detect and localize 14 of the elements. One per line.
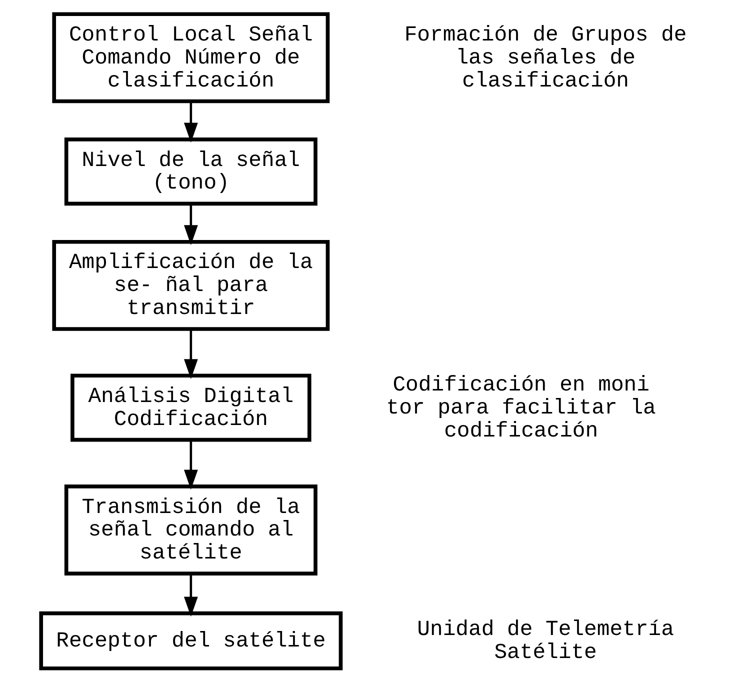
arrow [184, 440, 198, 490]
node-label: Codificación en moni tor para facilitar la codificación [386, 373, 656, 444]
node-box: Receptor del satélite [39, 611, 343, 670]
node-box: Amplificación de la se- ñal para transmitir [52, 240, 330, 331]
arrow [184, 102, 198, 143]
arrow [184, 574, 198, 617]
arrow [184, 204, 198, 246]
node-box: Control Local Señal Comando Número de clasificación [52, 12, 330, 104]
node-label: Formación de Grupos de las señales de clasificación [404, 23, 687, 94]
node-box: Nivel de la señal (tono) [64, 138, 318, 206]
arrow [184, 329, 198, 380]
node-box: Transmisión de la señal comando al satélite [64, 484, 318, 576]
node-box: Análisis Digital Codificación [70, 374, 312, 442]
node-label: Unidad de Telemetría Satélite [417, 618, 674, 665]
